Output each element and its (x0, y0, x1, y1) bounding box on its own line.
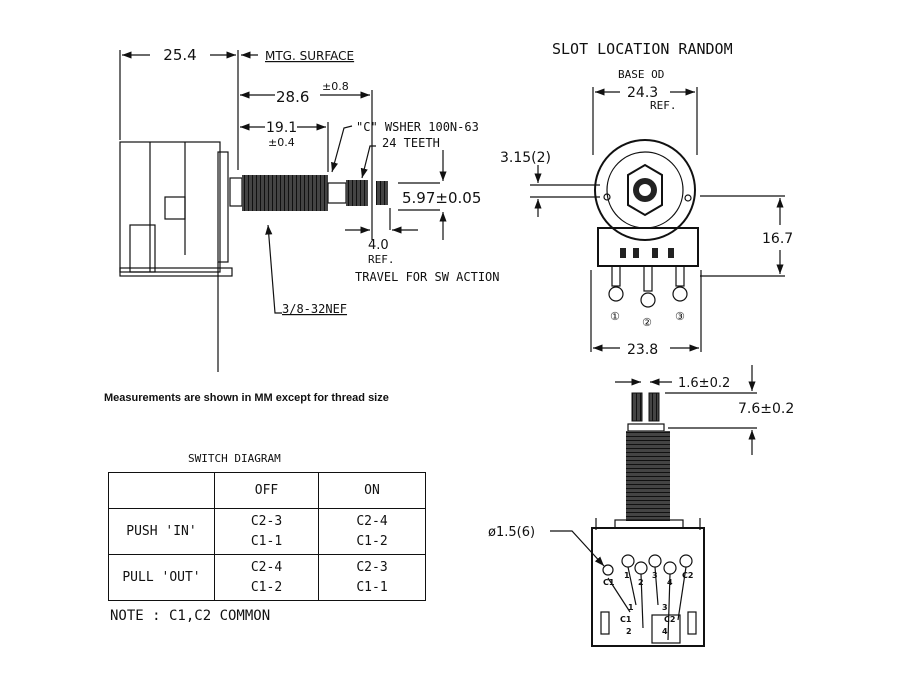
dim-bushing: 19.1 (266, 120, 297, 136)
washer-label: "C" WSHER 100N-63 (356, 120, 479, 134)
width-dim: 23.8 (627, 342, 658, 358)
terminal-3: ③ (675, 310, 685, 323)
base-od-ref: REF. (650, 99, 677, 112)
pot-base-circle (594, 139, 696, 241)
pad-c1: C1 (620, 615, 632, 624)
cell-value: C1-2 (356, 533, 388, 549)
terminal-2: ② (642, 316, 652, 329)
header-off: OFF (214, 472, 319, 509)
pot-body (119, 141, 221, 273)
pad-1: 1 (628, 603, 634, 612)
front-view: SLOT LOCATION RANDOM BASE OD 24.3 REF. 3… (500, 40, 793, 358)
pin-3: 3 (652, 571, 658, 580)
dim-shaft-tol: ±0.8 (322, 80, 349, 93)
header-on: ON (318, 472, 426, 509)
bushing-thread (242, 175, 328, 211)
pad-4: 4 (662, 627, 668, 636)
switch-diagram-title: SWITCH DIAGRAM (188, 452, 281, 465)
header-blank (108, 472, 215, 509)
row-label: PUSH 'IN' (108, 508, 215, 555)
slot-depth-dim: 7.6±0.2 (738, 401, 794, 417)
teeth-label: 24 TEETH (382, 136, 440, 150)
travel-dim: 4.0 (368, 238, 389, 253)
travel-ref: REF. (368, 253, 395, 266)
switch-body (591, 527, 705, 647)
cell-value: C2-3 (250, 513, 283, 529)
mtg-surface-label: MTG. SURFACE (265, 49, 354, 63)
side-view: 25.4 MTG. SURFACE 28.6 ±0.8 19.1 ±0.4 "C… (119, 46, 500, 372)
base-od-label: BASE OD (618, 68, 664, 81)
height-dim: 16.7 (762, 231, 793, 247)
pin-1: 1 (624, 571, 630, 580)
pin-2: 2 (638, 578, 644, 587)
slot-dim: 3.15(2) (500, 150, 551, 166)
dim-bushing-tol: ±0.4 (268, 136, 295, 149)
measurement-note: Measurements are shown in MM except for … (104, 392, 389, 404)
shaft-knurl (346, 180, 368, 206)
bottom-view: 1.6±0.2 7.6±0.2 ø1.5(6) C1 2 1 3 4 C2 (488, 365, 794, 647)
dim-shaft: 28.6 (276, 88, 309, 106)
dim-body: 25.4 (163, 46, 196, 64)
terminal-1: ① (610, 310, 620, 323)
switch-note: NOTE : C1,C2 COMMON (110, 608, 271, 624)
pad-c2: C2 (664, 615, 675, 624)
base-od-value: 24.3 (627, 85, 658, 101)
front-view-title: SLOT LOCATION RANDOM (552, 40, 733, 58)
bottom-thread (626, 431, 670, 521)
travel-note: TRAVEL FOR SW ACTION (355, 270, 500, 284)
hole-dim: ø1.5(6) (488, 525, 535, 540)
thread-label: 3/8-32NEF (282, 302, 347, 316)
cell-value: C2-3 (356, 559, 388, 575)
cell-value: C1-1 (250, 533, 283, 549)
pin-c1: C1 (603, 578, 615, 587)
pad-2: 2 (626, 627, 632, 636)
cell-value: C1-1 (356, 579, 388, 595)
pin-4: 4 (667, 578, 673, 587)
pin-c2: C2 (682, 571, 693, 580)
cell-value: C1-2 (250, 579, 283, 595)
row-label: PULL 'OUT' (108, 554, 215, 601)
slot-width-dim: 1.6±0.2 (678, 376, 730, 391)
cell-value: C2-4 (356, 513, 388, 529)
pad-3: 3 (662, 603, 668, 612)
cell-value: C2-4 (250, 559, 283, 575)
shaft-diameter: 5.97±0.05 (402, 189, 481, 207)
